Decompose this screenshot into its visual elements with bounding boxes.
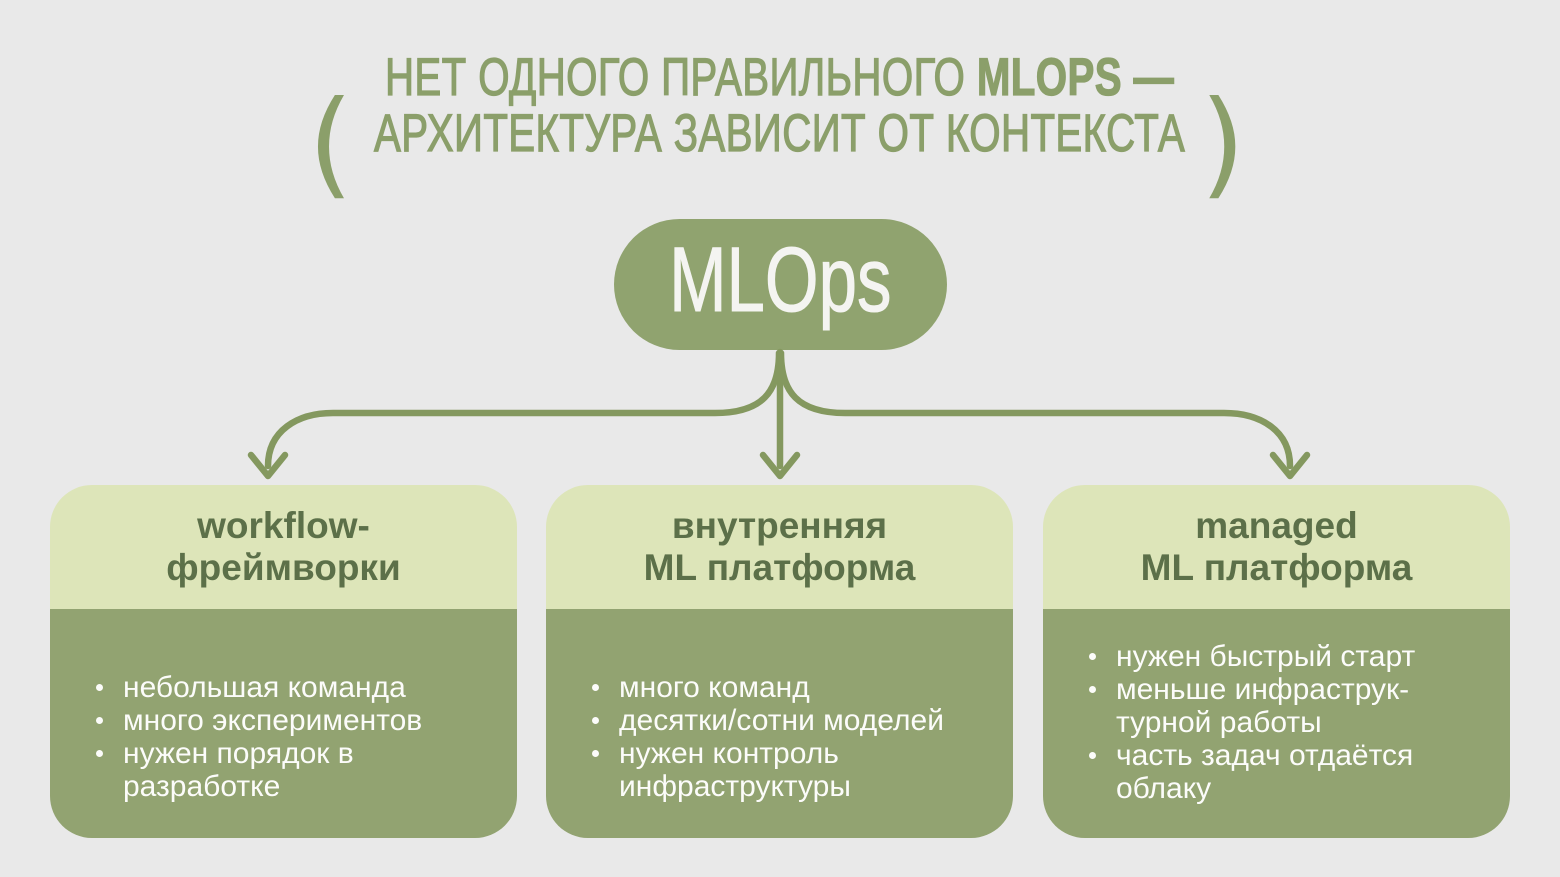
card-internal-ml-platform-bullets: много команд десятки/сотни моделей нужен… bbox=[592, 671, 997, 803]
card-internal-ml-platform: внутренняя ML платформа много команд дес… bbox=[546, 485, 1013, 838]
title-line-2: АРХИТЕКТУРА ЗАВИСИТ ОТ КОНТЕКСТА bbox=[374, 104, 1186, 163]
right-parenthesis-decoration: ) bbox=[1200, 76, 1246, 211]
arrow-to-left-card bbox=[264, 349, 783, 470]
card-managed-ml-platform-body: нужен быстрый старт меньше инфраструк- т… bbox=[1043, 609, 1510, 838]
card-workflow-frameworks-body: небольшая команда много экспериментов ну… bbox=[50, 609, 517, 838]
card-managed-ml-platform-header: managed ML платформа bbox=[1043, 485, 1510, 609]
bullet-item: нужен быстрый старт bbox=[1089, 640, 1494, 673]
bullet-item: нужен контроль инфраструктуры bbox=[592, 737, 997, 803]
card-managed-ml-platform-bullets: нужен быстрый старт меньше инфраструк- т… bbox=[1089, 640, 1494, 805]
card-workflow-frameworks-title: workflow- фреймворки bbox=[166, 505, 401, 588]
card-internal-ml-platform-body: много команд десятки/сотни моделей нужен… bbox=[546, 609, 1013, 838]
bullet-item: нужен порядок в разработке bbox=[96, 737, 501, 803]
root-node-mlops: MLOps bbox=[614, 219, 947, 350]
title-line-1-regular: НЕТ ОДНОГО ПРАВИЛЬНОГО bbox=[385, 48, 966, 107]
card-internal-ml-platform-title: внутренняя ML платформа bbox=[643, 505, 916, 588]
root-node-label: MLOps bbox=[669, 228, 892, 331]
bullet-item: много команд bbox=[592, 671, 997, 704]
card-managed-ml-platform-title: managed ML платформа bbox=[1140, 505, 1413, 588]
arrow-to-center-card-head bbox=[759, 451, 801, 480]
bullet-item: часть задач отдаётся облаку bbox=[1089, 739, 1494, 805]
bullet-item: много экспериментов bbox=[96, 704, 501, 737]
arrow-to-right-card bbox=[777, 349, 1294, 470]
bullet-item: меньше инфраструк- турной работы bbox=[1089, 673, 1494, 739]
title-line-1-mlops: MLOPS — bbox=[977, 48, 1175, 107]
slide-title-text: НЕТ ОДНОГО ПРАВИЛЬНОГО MLOPS — АРХИТЕКТУ… bbox=[374, 48, 1186, 163]
card-managed-ml-platform: managed ML платформа нужен быстрый старт… bbox=[1043, 485, 1510, 838]
bullet-item: небольшая команда bbox=[96, 671, 501, 704]
title-line-1: НЕТ ОДНОГО ПРАВИЛЬНОГО MLOPS — bbox=[374, 48, 1185, 107]
card-internal-ml-platform-header: внутренняя ML платформа bbox=[546, 485, 1013, 609]
bullet-item: десятки/сотни моделей bbox=[592, 704, 997, 737]
slide-title: ( НЕТ ОДНОГО ПРАВИЛЬНОГО MLOPS — АРХИТЕК… bbox=[0, 48, 1560, 202]
arrow-to-left-card-head bbox=[247, 451, 289, 480]
left-parenthesis-decoration: ( bbox=[308, 76, 354, 211]
arrow-to-right-card-head bbox=[1269, 451, 1311, 480]
card-workflow-frameworks: workflow- фреймворки небольшая команда м… bbox=[50, 485, 517, 838]
card-workflow-frameworks-header: workflow- фреймворки bbox=[50, 485, 517, 609]
card-workflow-frameworks-bullets: небольшая команда много экспериментов ну… bbox=[96, 671, 501, 803]
